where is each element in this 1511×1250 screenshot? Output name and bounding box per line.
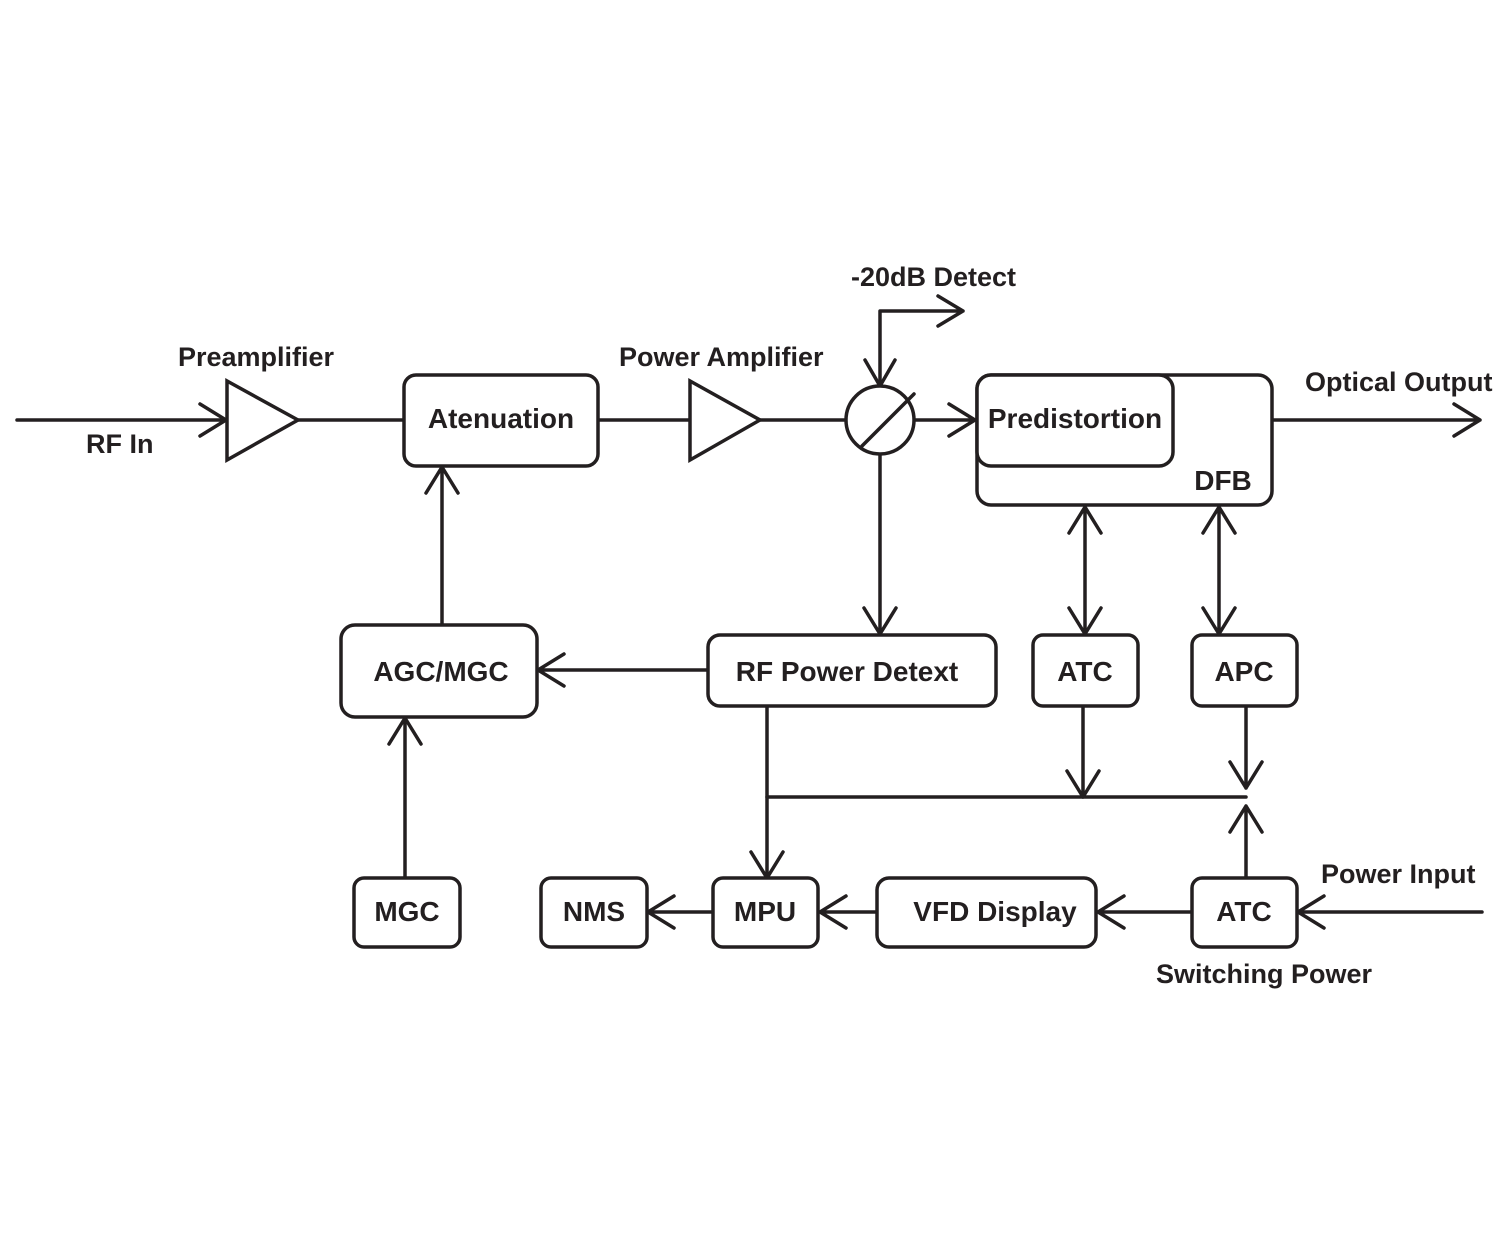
nms-label: NMS: [563, 896, 625, 927]
directional-coupler-icon: [844, 384, 916, 456]
mgc-to-agc-arrow: [387, 716, 423, 880]
switching-power-to-bus-arrow: [1228, 804, 1264, 880]
predistortion-block: [975, 373, 1175, 468]
apc-label: APC: [1214, 656, 1273, 687]
rfdetect-to-mpu-arrow: [749, 705, 785, 880]
dfb-label: DFB: [1194, 465, 1252, 496]
power-input-label: Power Input: [1321, 859, 1476, 889]
atc-upper-label: ATC: [1057, 656, 1112, 687]
rf-in-label: RF In: [86, 429, 154, 459]
apc-to-bus-arrow: [1228, 705, 1264, 790]
apc-block: [1190, 633, 1299, 708]
vfd-to-mpu-arrow: [818, 894, 879, 930]
coupler-to-predistortion-arrow: [911, 402, 977, 438]
agc-to-atenuation-arrow: [424, 465, 460, 627]
atc-to-bus-arrow: [1065, 705, 1101, 799]
power-amplifier-label: Power Amplifier: [619, 342, 824, 372]
preamplifier-label: Preamplifier: [178, 342, 335, 372]
mgc-block: [352, 876, 462, 949]
atenuation-label: Atenuation: [428, 403, 574, 434]
vfd-display-label: VFD Display: [913, 896, 1077, 927]
rf-power-detext-block: [706, 633, 998, 708]
mpu-block: [711, 876, 820, 949]
vfd-display-block: [875, 876, 1098, 949]
atc-lower-block: [1190, 876, 1299, 949]
mpu-label: MPU: [734, 896, 796, 927]
atenuation-block: [402, 373, 600, 468]
power-input-arrow: [1296, 894, 1484, 930]
agc-mgc-block: [339, 623, 539, 719]
switching-power-label: Switching Power: [1156, 959, 1373, 989]
optical-output-label: Optical Output: [1305, 367, 1492, 397]
optical-output-arrow: [1270, 402, 1482, 438]
power-amplifier-triangle-icon: [688, 378, 764, 464]
mgc-label: MGC: [374, 896, 439, 927]
rf-power-detext-label: RF Power Detext: [736, 656, 959, 687]
dfb-atc-bidirectional-arrow: [1067, 505, 1103, 636]
connections: [15, 294, 1484, 930]
agc-mgc-label: AGC/MGC: [373, 656, 508, 687]
nms-block: [539, 876, 649, 949]
coupler-to-rfdetect-arrow: [862, 452, 898, 636]
detect-label: -20dB Detect: [851, 262, 1016, 292]
atc-to-vfd-arrow: [1096, 894, 1194, 930]
dfb-apc-bidirectional-arrow: [1201, 505, 1237, 636]
atc-upper-block: [1031, 633, 1140, 708]
preamplifier-triangle-icon: [225, 378, 302, 463]
detect-path-line: [878, 294, 965, 388]
predistortion-label: Predistortion: [988, 403, 1162, 434]
mpu-to-nms-arrow: [646, 894, 715, 930]
rfdetect-to-agc-arrow: [536, 652, 710, 688]
atc-lower-label: ATC: [1216, 896, 1271, 927]
